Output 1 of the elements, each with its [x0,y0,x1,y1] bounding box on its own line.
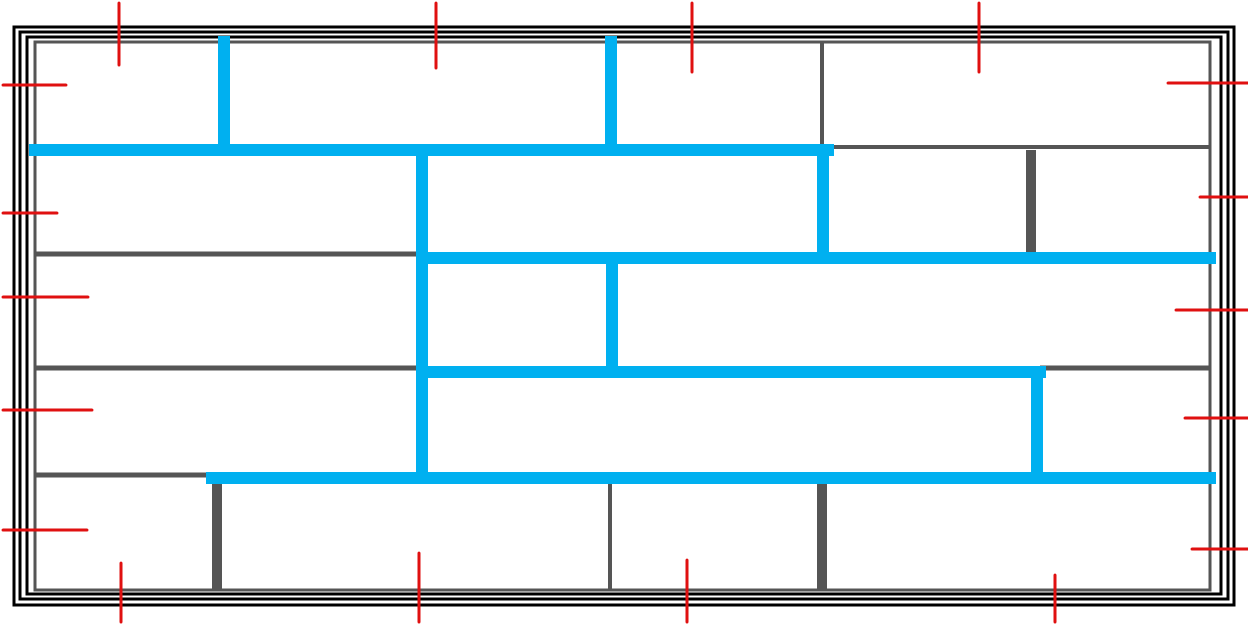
grid-drawing [1,1,1248,624]
